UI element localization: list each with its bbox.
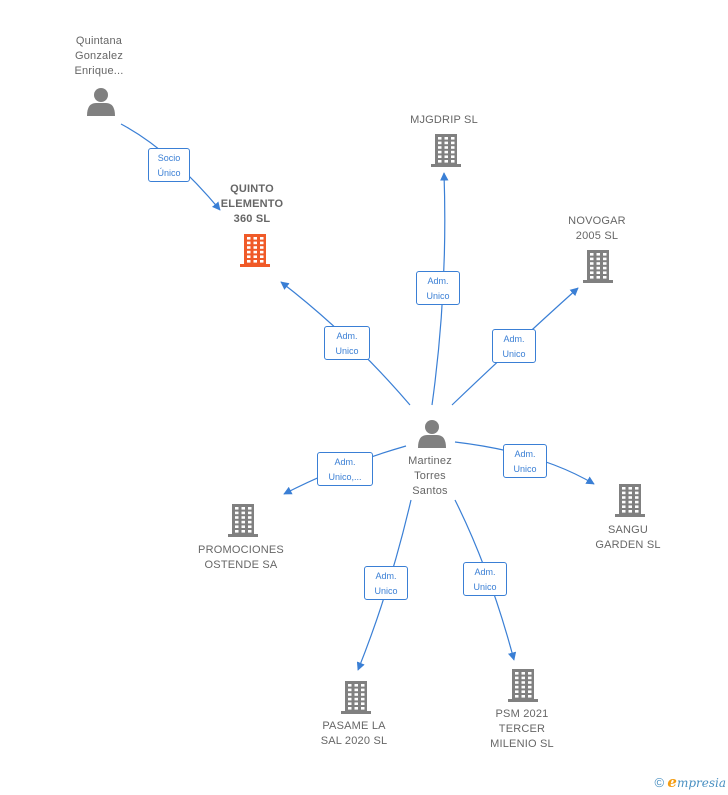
building-icon-mjgdrip[interactable] <box>431 134 461 167</box>
brand-logo: empresia <box>667 773 726 791</box>
edge-label-martinez-novogar[interactable]: Adm.Unico <box>492 329 536 363</box>
edge-label-martinez-quinto[interactable]: Adm.Unico <box>324 326 370 360</box>
edge-label-martinez-promociones[interactable]: Adm.Unico,... <box>317 452 373 486</box>
building-icon-promociones[interactable] <box>228 504 258 537</box>
building-icon-psm[interactable] <box>508 669 538 702</box>
building-icon-quinto[interactable] <box>240 234 270 267</box>
person-icon-quintana[interactable] <box>87 88 115 116</box>
person-icon-martinez[interactable] <box>418 420 446 448</box>
edge-label-martinez-sangu[interactable]: Adm.Unico <box>503 444 547 478</box>
edge-label-martinez-mjgdrip[interactable]: Adm.Unico <box>416 271 460 305</box>
edge-label-martinez-pasame[interactable]: Adm.Unico <box>364 566 408 600</box>
node-label-mjgdrip[interactable]: MJGDRIP SL <box>410 114 478 126</box>
copyright-symbol: © <box>654 775 665 790</box>
building-icon-novogar[interactable] <box>583 250 613 283</box>
building-icon-sangu[interactable] <box>615 484 645 517</box>
building-icon-pasame[interactable] <box>341 681 371 714</box>
edge-label-martinez-psm[interactable]: Adm.Unico <box>463 562 507 596</box>
footer-brand[interactable]: © empresia <box>654 773 726 791</box>
